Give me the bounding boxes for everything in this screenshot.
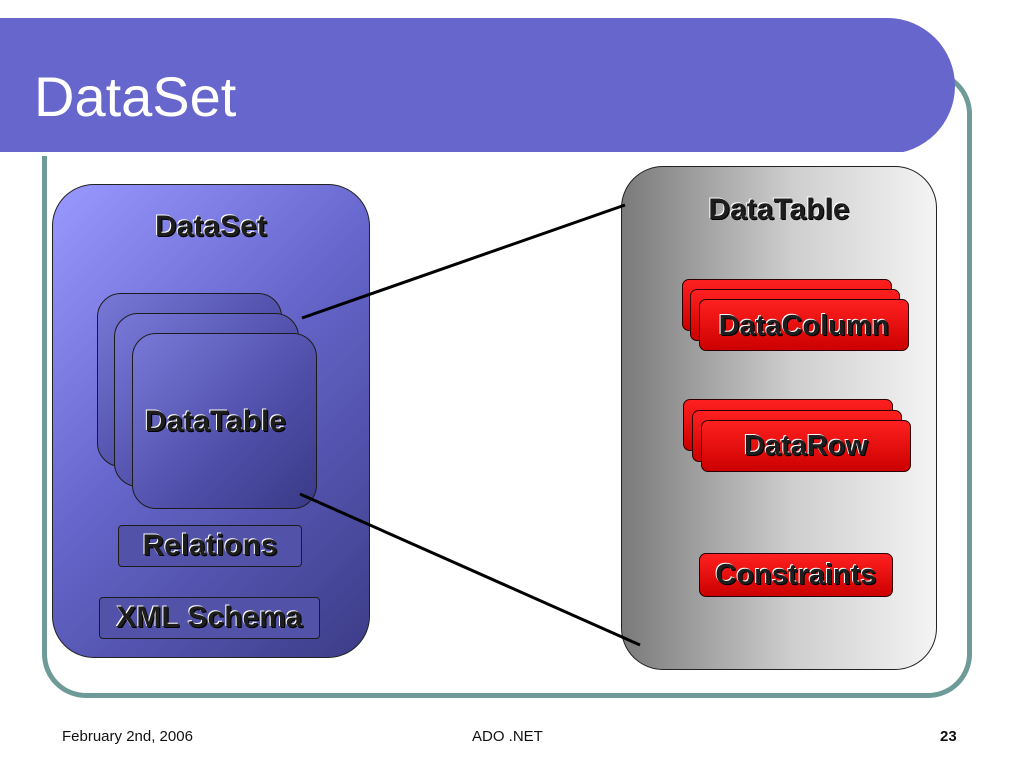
footer-center-text: ADO .NET (472, 728, 543, 745)
xml-schema-label: XML Schema (116, 601, 303, 634)
connector-line-top (301, 203, 626, 320)
footer-date: February 2nd, 2006 (62, 728, 193, 745)
relations-label: Relations (142, 529, 278, 562)
datarow-card-front (701, 420, 911, 472)
slide-number: 23 (940, 728, 957, 745)
relations-box: Relations (118, 525, 302, 567)
datarow-label: DataRow (743, 430, 869, 462)
connector-line-bottom (299, 492, 641, 647)
datatable-panel: DataTable DataColumn DataRow Constraints (621, 166, 937, 670)
datacolumn-label: DataColumn (718, 310, 890, 342)
constraints-label: Constraints (715, 559, 877, 591)
datacolumn-card-front (699, 299, 909, 351)
title-underline (0, 152, 905, 156)
constraints-card (699, 553, 893, 597)
slide-title: DataSet (34, 65, 237, 128)
datatable-stack-card-front: DataTable (132, 333, 317, 509)
xml-schema-box: XML Schema (99, 597, 320, 639)
dataset-panel-title: DataSet (155, 210, 267, 243)
datatable-panel-title: DataTable (708, 193, 850, 226)
title-band: DataSet (0, 18, 955, 156)
dataset-panel: DataSet DataTable Relations XML Schema (52, 184, 370, 658)
dataset-table-label: DataTable (144, 405, 287, 438)
